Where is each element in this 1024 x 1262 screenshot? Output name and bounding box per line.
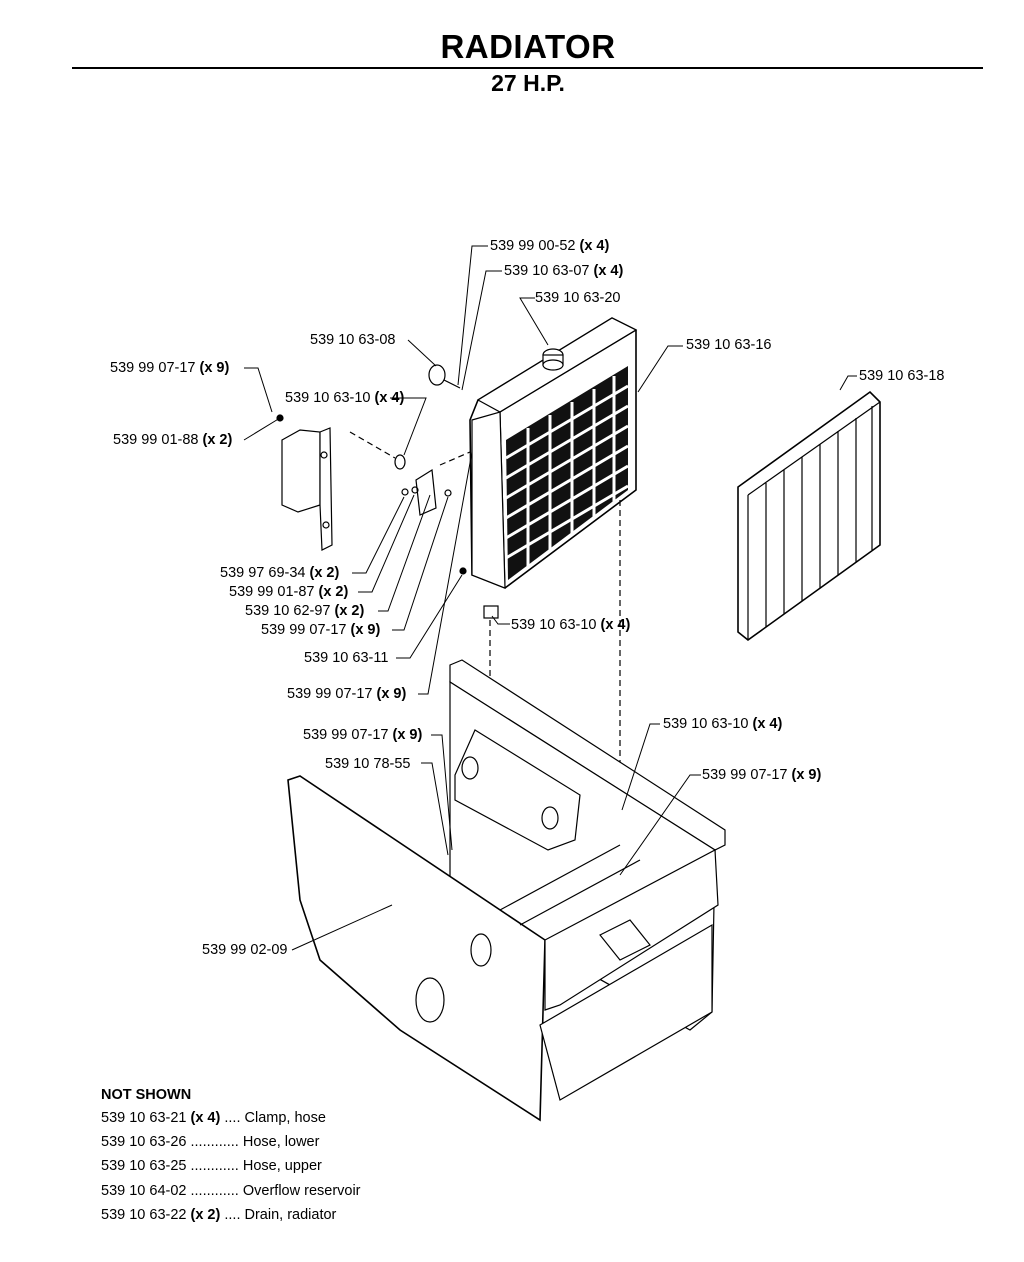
callout-c9: 539 99 01-88 (x 2)	[113, 432, 233, 448]
callout-c3: 539 10 63-20	[535, 290, 621, 306]
callout-c21: 539 99 02-09	[202, 942, 288, 958]
radiator-grille	[737, 390, 881, 642]
callout-c4: 539 10 63-08	[310, 332, 396, 348]
hardware	[276, 364, 499, 619]
callout-c16: 539 99 07-17 (x 9)	[287, 686, 407, 702]
callout-c5: 539 10 63-16	[686, 337, 772, 353]
callout-c11: 539 99 01-87 (x 2)	[229, 584, 349, 600]
not-shown-item: 539 10 63-22 (x 2) .... Drain, radiator	[101, 1207, 337, 1223]
radiator-core	[469, 317, 638, 589]
page-title: RADIATOR	[440, 28, 616, 65]
callout-c13: 539 99 07-17 (x 9)	[261, 622, 381, 638]
callout-c17: 539 10 63-10 (x 4)	[663, 716, 783, 732]
mounting-bracket	[281, 427, 333, 551]
leader-lines	[243, 245, 857, 951]
not-shown-item: 539 10 64-02 ............ Overflow reser…	[101, 1183, 361, 1199]
callout-c18: 539 99 07-17 (x 9)	[303, 727, 423, 743]
callout-c8: 539 10 63-18	[859, 368, 945, 384]
callout-c6: 539 99 07-17 (x 9)	[110, 360, 230, 376]
callout-c19: 539 10 78-55	[325, 756, 411, 772]
callout-c12: 539 10 62-97 (x 2)	[245, 603, 365, 619]
callout-c14: 539 10 63-10 (x 4)	[511, 617, 631, 633]
callout-c15: 539 10 63-11	[304, 650, 389, 666]
not-shown-item: 539 10 63-25 ............ Hose, upper	[101, 1158, 322, 1174]
not-shown-title: NOT SHOWN	[101, 1087, 192, 1103]
radiator-fins	[506, 366, 628, 580]
callout-c2: 539 10 63-07 (x 4)	[504, 263, 624, 279]
callout-c10: 539 97 69-34 (x 2)	[220, 565, 340, 581]
not-shown-item: 539 10 63-21 (x 4) .... Clamp, hose	[101, 1110, 326, 1126]
chassis-frame	[287, 659, 726, 1122]
callout-c7: 539 10 63-10 (x 4)	[285, 390, 405, 406]
title-rule	[72, 67, 983, 69]
callout-c1: 539 99 00-52 (x 4)	[490, 238, 610, 254]
not-shown-item: 539 10 63-26 ............ Hose, lower	[101, 1134, 320, 1150]
page-subtitle: 27 H.P.	[491, 70, 565, 96]
callout-c20: 539 99 07-17 (x 9)	[702, 767, 822, 783]
